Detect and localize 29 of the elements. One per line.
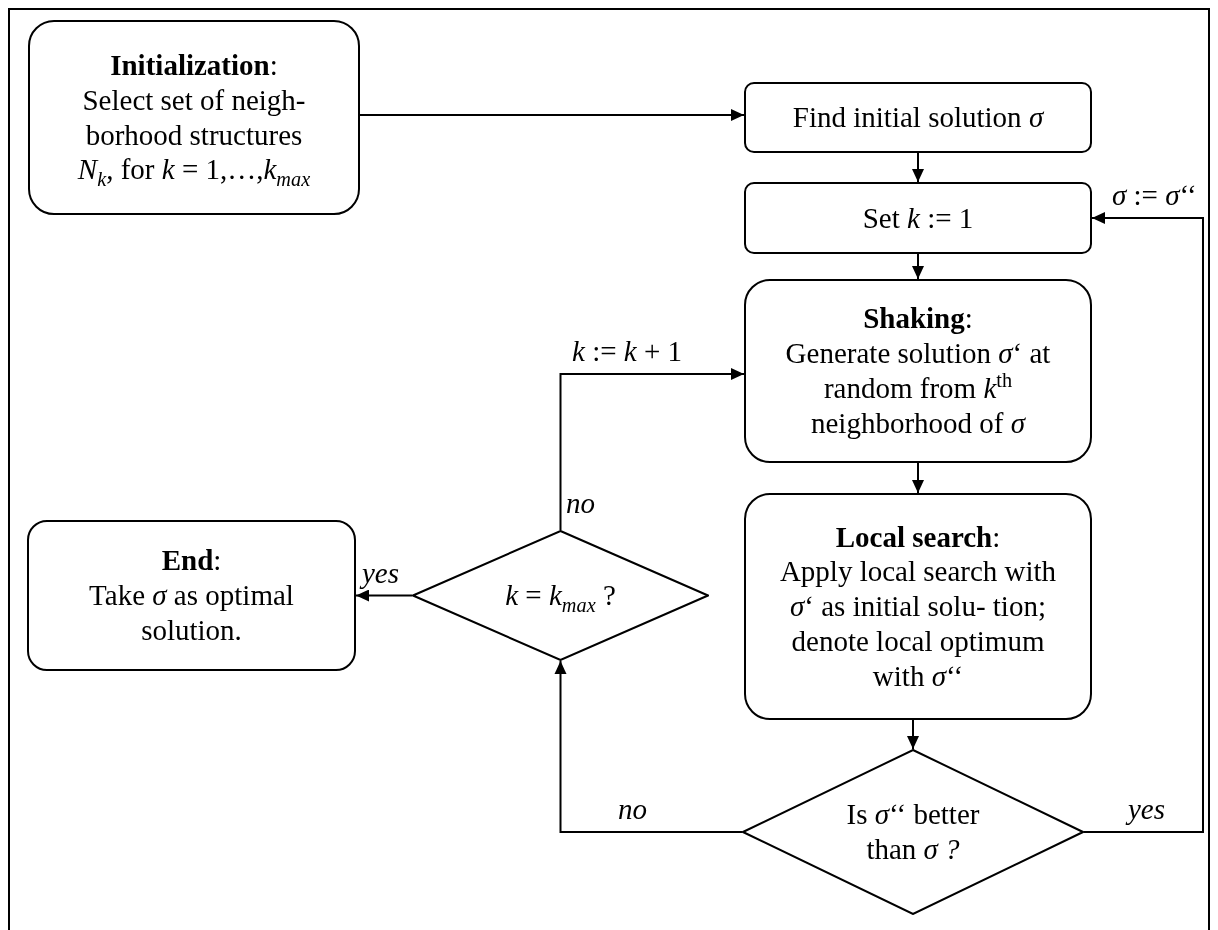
- arrow: [912, 253, 924, 280]
- process-box: [744, 82, 1092, 153]
- node-heading: Initialization:: [110, 47, 278, 83]
- node-heading: Shaking:: [863, 301, 973, 337]
- node-text: Is σ‘‘ better than σ ?: [845, 797, 981, 867]
- node-text: Select set of neigh- borhood structures N$_{k}$, for k = 1,…,k$_{max}$: [76, 82, 312, 188]
- node-text: Generate solution σ‘ at random from k$^{th}$ neighborhood of σ: [784, 336, 1052, 441]
- arrow: [359, 109, 745, 121]
- arrow: [912, 152, 924, 183]
- arrow: [355, 589, 413, 602]
- decision-diamond: [742, 749, 1084, 915]
- arrow: [559, 368, 745, 531]
- arrow: [1083, 212, 1204, 833]
- node-text: Apply local search with σ‘ as initial solu- tion; denote local optimum with σ‘‘: [778, 554, 1058, 694]
- process-box: [27, 520, 356, 671]
- arrow: [912, 462, 924, 494]
- node-text: Find initial solution σ: [792, 100, 1044, 135]
- node-text: Take σ as optimal solution.: [88, 578, 295, 648]
- node-text: k = k$_{max}$ ?: [505, 578, 616, 613]
- decision-diamond: [412, 530, 709, 661]
- process-box: [744, 279, 1092, 463]
- arrow: [907, 719, 919, 750]
- process-box: [744, 493, 1092, 720]
- arrow: [554, 660, 743, 833]
- node-heading: Local search:: [835, 519, 1001, 555]
- process-box: [28, 20, 360, 215]
- node-heading: End:: [161, 543, 222, 579]
- node-text: Set k := 1: [862, 200, 974, 236]
- process-box: [744, 182, 1092, 254]
